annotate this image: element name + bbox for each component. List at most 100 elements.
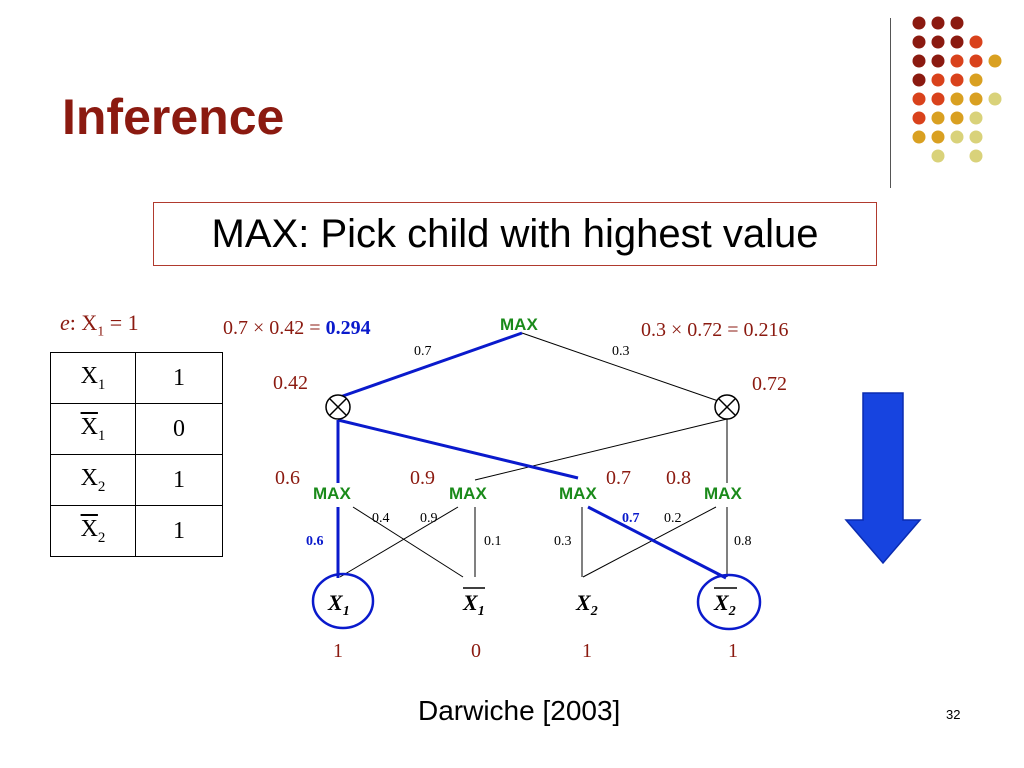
edge-max2-leaf1: [339, 506, 459, 578]
leaf-labels: X1 X1 X2 X2: [327, 590, 736, 619]
decorative-dot: [950, 73, 964, 87]
down-arrow-icon: [844, 392, 922, 565]
circuit-edges: [339, 332, 728, 578]
decorative-dot: [969, 54, 983, 68]
decorative-dot: [912, 130, 926, 144]
decorative-dot: [969, 73, 983, 87]
decorative-dot: [950, 111, 964, 125]
leaf-value-3: 1: [582, 640, 592, 662]
decorative-dot: [912, 73, 926, 87]
slide-heading: MAX: Pick child with highest value: [211, 211, 819, 256]
decorative-dot: [931, 73, 945, 87]
max-value-1: 0.6: [275, 467, 300, 489]
decorative-dot: [988, 92, 1002, 106]
decorative-dot: [969, 149, 983, 163]
product-value-right: 0.72: [752, 373, 787, 395]
weight-max4-left: 0.2: [664, 511, 682, 526]
page-number: 32: [946, 707, 961, 722]
evidence-value: 0: [135, 403, 223, 455]
citation: Darwiche [2003]: [418, 695, 621, 726]
evidence-value: 1: [135, 352, 223, 404]
leaf-x1: X1: [327, 590, 350, 619]
slide-heading-box: MAX: Pick child with highest value: [153, 202, 877, 266]
leaf-value-1: 1: [333, 640, 343, 662]
decorative-dot: [912, 111, 926, 125]
leaf-not-x1: X1: [462, 590, 485, 619]
leaf-value-2: 0: [471, 640, 481, 662]
left-calculation: 0.7 × 0.42 = 0.294: [223, 317, 371, 339]
edge-root-left: [339, 331, 523, 399]
max-node-1: MAX: [313, 484, 351, 503]
decorative-dot: [931, 16, 945, 30]
weight-max3-right: 0.7: [622, 511, 640, 526]
slide-title: Inference: [62, 89, 285, 145]
edge-prodL-max3: [337, 418, 579, 480]
evidence-variable: X1: [50, 403, 136, 455]
product-node-right: [714, 394, 740, 420]
decorative-dot: [931, 54, 945, 68]
max-node-2: MAX: [449, 484, 487, 503]
decorative-dot: [931, 35, 945, 49]
evidence-value: 1: [135, 505, 223, 557]
product-node-left: [325, 394, 351, 420]
weight-max3-left: 0.3: [554, 534, 572, 549]
decorative-dot: [969, 35, 983, 49]
max-value-2: 0.9: [410, 467, 435, 489]
decorative-dot: [912, 92, 926, 106]
weight-max1-right: 0.4: [372, 511, 390, 526]
edge-max3-leaf4: [587, 505, 727, 580]
edge-max4-leaf3: [582, 506, 717, 578]
evidence-variable: X1: [50, 352, 136, 404]
decorative-dot-grid: [912, 16, 1002, 163]
decorative-dot: [931, 130, 945, 144]
decorative-dot: [969, 111, 983, 125]
leaf-not-x2: X2: [713, 590, 736, 619]
decorative-dot: [969, 130, 983, 144]
right-calculation: 0.3 × 0.72 = 0.216: [641, 319, 789, 341]
decorative-dot: [950, 54, 964, 68]
max-node-labels: MAX MAX MAX MAX: [311, 483, 754, 505]
max-value-4: 0.8: [666, 467, 691, 489]
decorative-dot: [931, 92, 945, 106]
decorative-dot: [912, 54, 926, 68]
root-edge-weight-right: 0.3: [612, 344, 630, 359]
edge-prodR-max2: [474, 418, 728, 481]
decorative-dot: [950, 92, 964, 106]
leaf-value-4: 1: [728, 640, 738, 662]
leaf-highlight-notx2: [696, 573, 762, 631]
evidence-variable: X2: [50, 505, 136, 557]
header-divider: [890, 18, 891, 188]
decorative-dot: [950, 35, 964, 49]
weight-max2-left: 0.9: [420, 511, 438, 526]
decorative-dot: [931, 111, 945, 125]
max-node-3: MAX: [559, 484, 597, 503]
decorative-dot: [912, 16, 926, 30]
decorative-dot: [950, 130, 964, 144]
max-value-3: 0.7: [606, 467, 631, 489]
leaf-highlight-x1: [311, 572, 375, 630]
weight-max1-left: 0.6: [306, 534, 324, 549]
product-value-left: 0.42: [273, 372, 308, 394]
weight-max4-right: 0.8: [734, 534, 752, 549]
decorative-dot: [969, 92, 983, 106]
decorative-dot: [950, 16, 964, 30]
max-node-4: MAX: [704, 484, 742, 503]
edge-root-right: [521, 332, 728, 405]
max-node-root: MAX: [500, 315, 538, 334]
edge-max1-leaf2: [352, 506, 464, 578]
evidence-variable: X2: [50, 454, 136, 506]
leaf-x2: X2: [575, 590, 598, 619]
decorative-dot: [912, 35, 926, 49]
decorative-dot: [931, 149, 945, 163]
evidence-label: e: X1 = 1: [60, 310, 139, 340]
weight-max2-right: 0.1: [484, 534, 502, 549]
max-path-highlight: [336, 331, 727, 580]
root-edge-weight-left: 0.7: [414, 344, 432, 359]
decorative-dot: [988, 54, 1002, 68]
